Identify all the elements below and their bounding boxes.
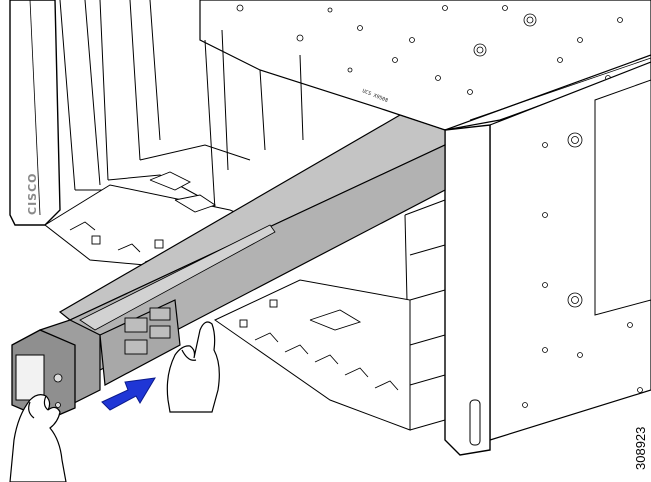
figure-number: 308923 <box>633 427 648 470</box>
brand-label: CISCO <box>26 172 39 215</box>
module-latch-details <box>124 307 171 355</box>
insert-direction-arrow-icon <box>101 377 156 411</box>
side-panel-recess <box>594 79 651 316</box>
chassis-interior-bays <box>59 0 304 231</box>
chassis-front-frame-right <box>444 124 491 456</box>
lower-rail-tabs <box>239 299 399 391</box>
left-rail-tabs <box>69 171 217 265</box>
module-end-cap-window <box>15 354 45 401</box>
frame-handle-slot <box>469 399 481 446</box>
top-mounting-holes <box>236 4 623 95</box>
module-top-face <box>58 114 446 321</box>
side-panel-holes <box>522 132 643 408</box>
left-hand-icon <box>9 394 67 482</box>
module-end-cap-screw <box>53 373 63 383</box>
right-hand-icon <box>166 321 220 413</box>
bay-floor-lower <box>214 279 411 431</box>
right-bay-dividers <box>404 195 446 440</box>
module-label-recess <box>79 224 276 331</box>
